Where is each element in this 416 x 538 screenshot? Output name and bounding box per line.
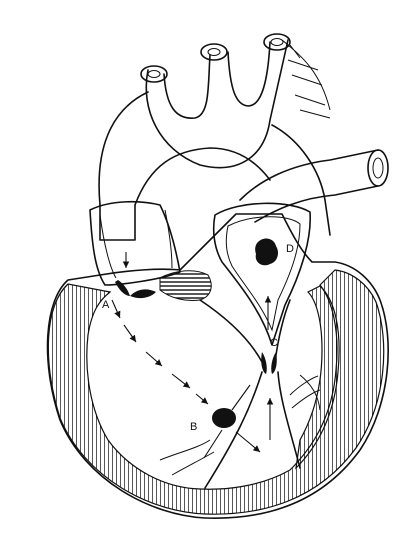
upper-right-chamber — [214, 203, 311, 345]
lesion-b — [212, 408, 236, 428]
pulmonary-artery — [240, 150, 388, 222]
label-c: C — [270, 337, 278, 349]
valve-c — [261, 352, 277, 374]
aortic-branches — [141, 34, 330, 168]
label-a: A — [102, 299, 110, 311]
septal-patch — [160, 271, 211, 301]
label-b: B — [190, 421, 197, 433]
label-d: D — [286, 243, 294, 255]
lesion-d — [255, 239, 278, 266]
